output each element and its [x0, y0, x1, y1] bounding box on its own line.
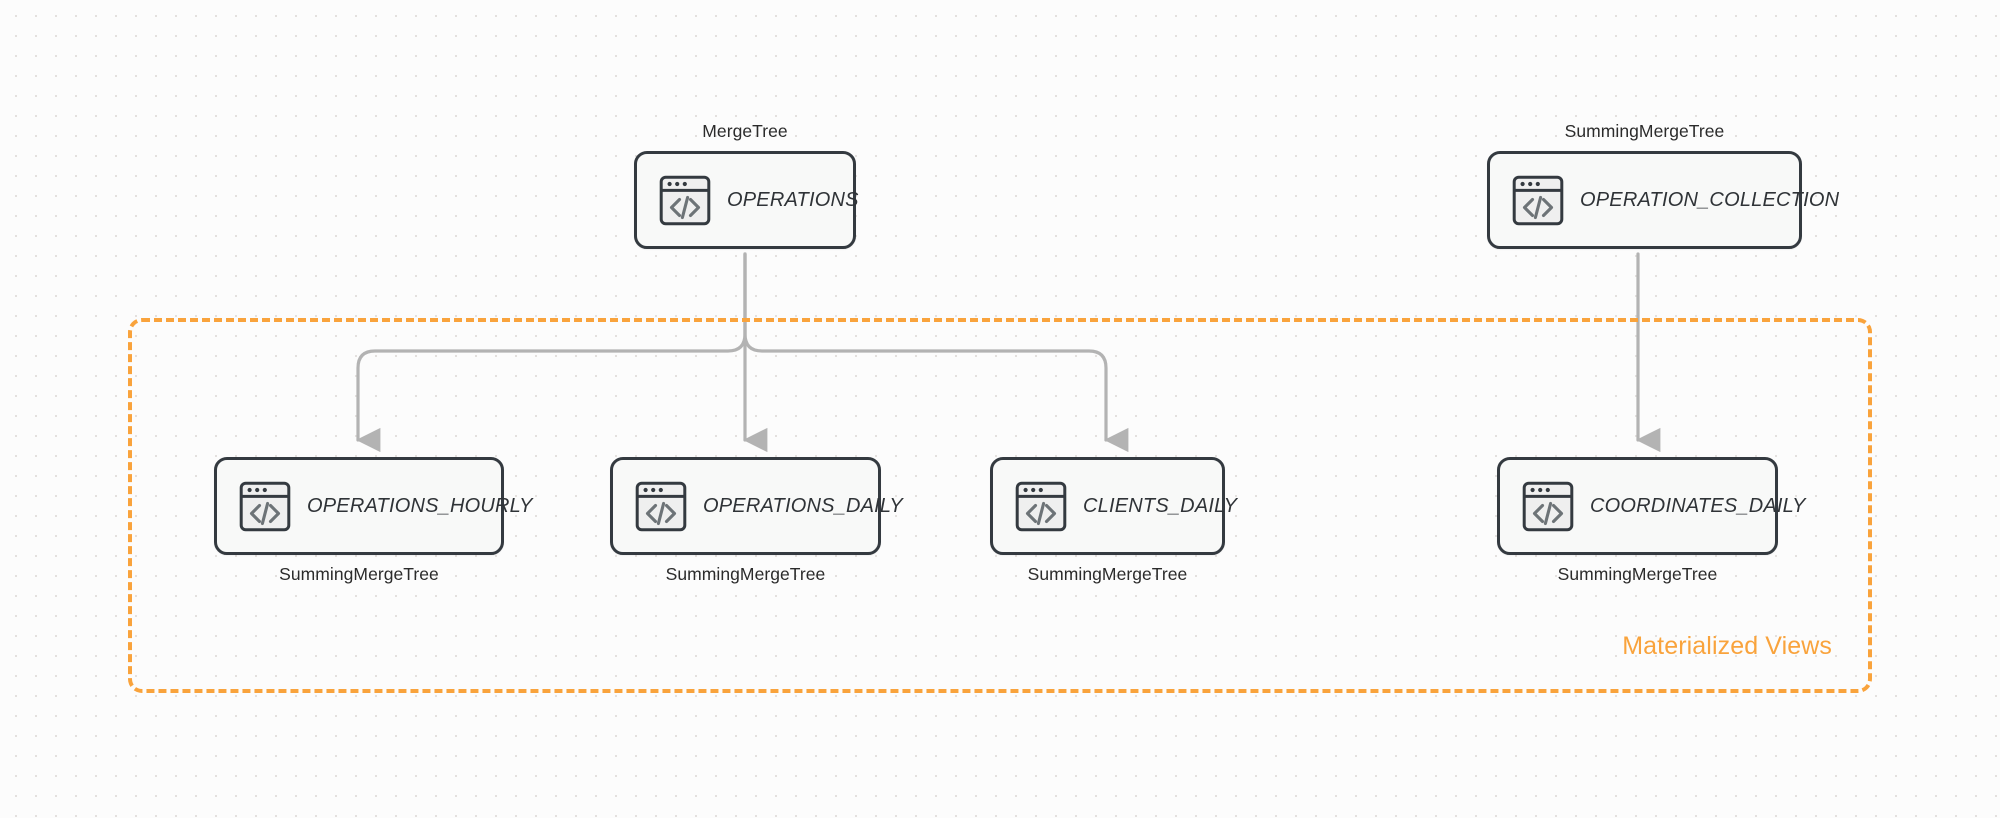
node-box-coordinates-daily[interactable]: COORDINATES_DAILY [1497, 457, 1805, 555]
node-box-operations[interactable]: OPERATIONS [634, 151, 859, 249]
node-operations[interactable]: MergeTree OPERATIONS [634, 121, 859, 249]
node-caption-operation-collection: SummingMergeTree [1564, 121, 1725, 141]
node-operations-hourly[interactable]: OPERATIONS_HOURLY SummingMergeTree [214, 457, 532, 585]
code-window-icon [635, 479, 687, 534]
node-clients-daily[interactable]: CLIENTS_DAILY SummingMergeTree [990, 457, 1237, 585]
node-box-operations-hourly[interactable]: OPERATIONS_HOURLY [214, 457, 532, 555]
node-title-operation-collection: OPERATION_COLLECTION [1580, 188, 1840, 211]
node-title-operations: OPERATIONS [727, 188, 859, 211]
node-title-operations-hourly: OPERATIONS_HOURLY [307, 494, 533, 517]
code-window-icon [1015, 479, 1067, 534]
code-window-icon [1522, 479, 1574, 534]
node-caption-clients-daily: SummingMergeTree [1027, 564, 1188, 584]
node-title-clients-daily: CLIENTS_DAILY [1083, 494, 1238, 517]
code-window-icon [659, 173, 711, 228]
materialized-views-label: Materialized Views [1622, 632, 1832, 660]
node-title-coordinates-daily: COORDINATES_DAILY [1590, 494, 1806, 517]
node-box-clients-daily[interactable]: CLIENTS_DAILY [990, 457, 1237, 555]
node-caption-operations: MergeTree [702, 121, 788, 141]
node-box-operation-collection[interactable]: OPERATION_COLLECTION [1487, 151, 1839, 249]
node-coordinates-daily[interactable]: COORDINATES_DAILY SummingMergeTree [1497, 457, 1805, 585]
node-caption-operations-hourly: SummingMergeTree [279, 564, 439, 584]
node-box-operations-daily[interactable]: OPERATIONS_DAILY [610, 457, 903, 555]
code-window-icon [239, 479, 291, 534]
node-caption-coordinates-daily: SummingMergeTree [1557, 564, 1718, 584]
node-operation-collection[interactable]: SummingMergeTree OPERATION_COLLECTION [1487, 121, 1839, 249]
node-operations-daily[interactable]: OPERATIONS_DAILY SummingMergeTree [610, 457, 903, 585]
code-window-icon [1512, 173, 1564, 228]
node-title-operations-daily: OPERATIONS_DAILY [703, 494, 903, 517]
node-caption-operations-daily: SummingMergeTree [665, 564, 826, 584]
